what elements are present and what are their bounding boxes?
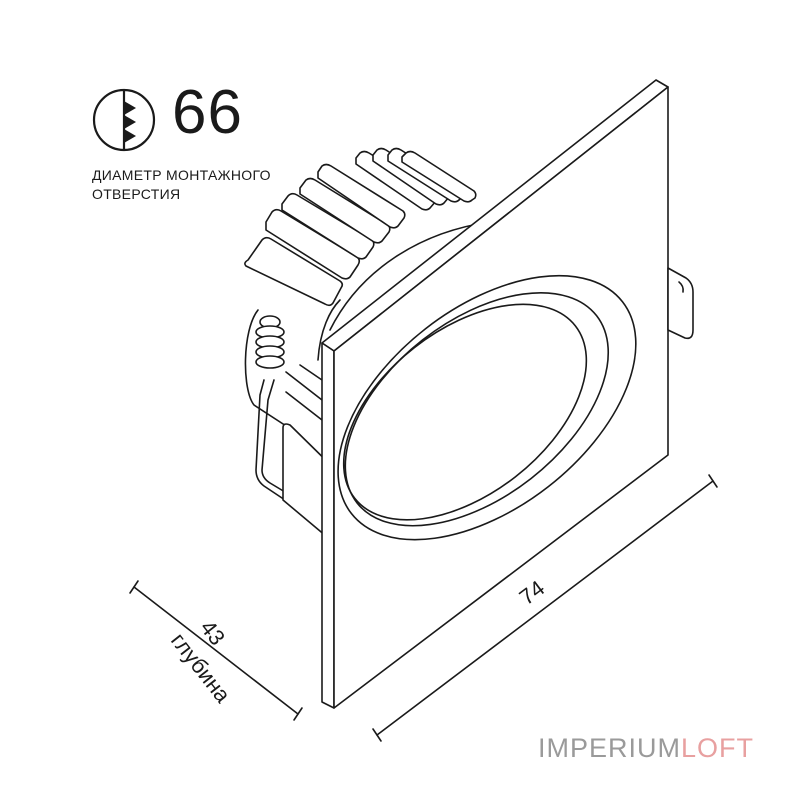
depth-dimension-line: [129, 580, 303, 721]
heatsink-fins: [244, 147, 477, 307]
lens-rings: [337, 274, 637, 541]
width-dimension-line: [372, 474, 718, 742]
spring-wire: [244, 309, 301, 436]
caption-line-2: ОТВЕРСТИЯ: [92, 186, 181, 202]
brand-logo-part2: LOFT: [681, 733, 755, 763]
brand-logo-part1: IMPERIUM: [538, 733, 681, 763]
drill-hole-icon: [92, 88, 156, 152]
caption-line-1: ДИАМЕТР МОНТАЖНОГО: [92, 167, 271, 183]
mounting-hole-diameter: 66: [172, 78, 243, 147]
square-trim-plate: [321, 79, 669, 709]
brand-logo: IMPERIUMLOFT: [538, 735, 754, 762]
mounting-hole-caption: ДИАМЕТР МОНТАЖНОГО ОТВЕРСТИЯ: [92, 166, 271, 204]
heatsink-body: [329, 221, 491, 331]
right-clip-tab: [667, 267, 694, 340]
spring-coil: [255, 315, 285, 369]
